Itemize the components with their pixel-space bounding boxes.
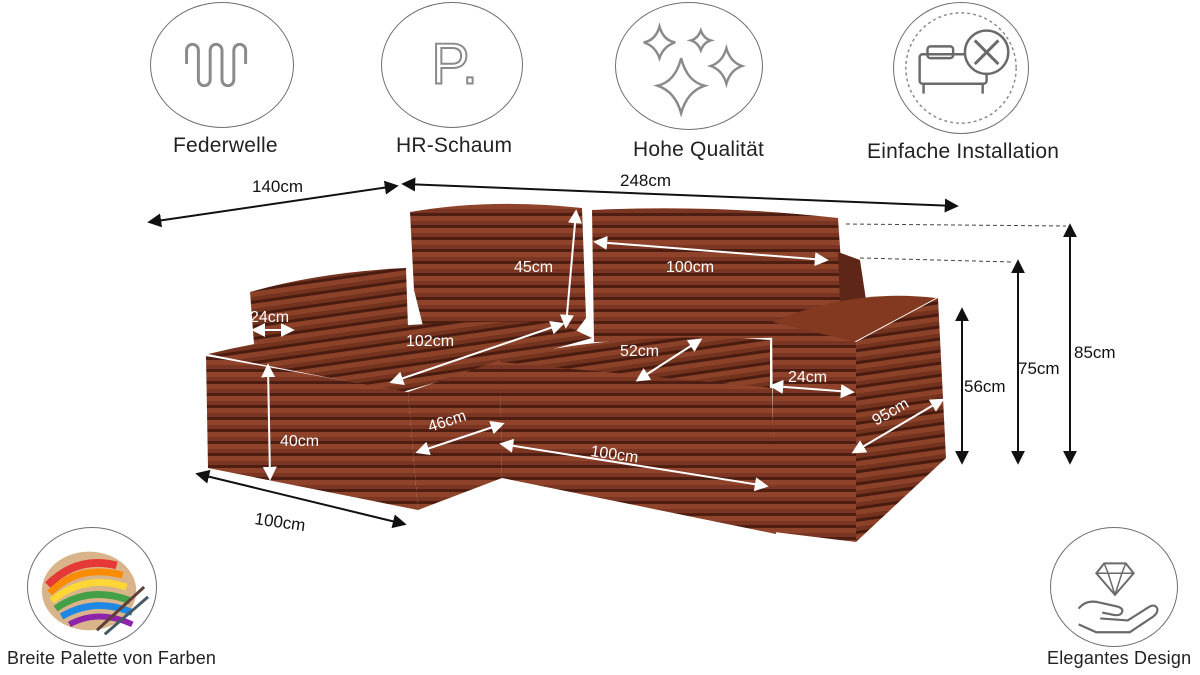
back-width-arrow (593, 235, 829, 267)
chaise-length-arrow (389, 320, 565, 386)
chaise-width-arrow (415, 420, 505, 456)
width-arrow (401, 177, 959, 213)
depth-arrow (147, 180, 399, 228)
foam-p-letter: P. (431, 33, 478, 97)
quality-icon-circle (615, 2, 763, 130)
front-width-arrow (499, 438, 769, 492)
dim-left-arm: 24cm (250, 309, 289, 326)
feature-label-design: Elegantes Design (1047, 648, 1192, 668)
right-armrest-front (772, 322, 856, 542)
diamond-hand-icon (1077, 562, 1159, 634)
federwelle-icon-circle (150, 2, 294, 128)
right-armrest-top (772, 295, 936, 342)
dim-chaise-length: 102cm (406, 333, 454, 350)
feature-label-federwelle: Federwelle (173, 134, 278, 157)
dim-front-width: 100cm (589, 443, 639, 467)
sparkles-icon (643, 22, 747, 118)
hr-schaum-icon-circle: P. (381, 2, 523, 128)
spring-wave-icon (185, 42, 248, 88)
palette-icon-circle (27, 527, 157, 647)
dim-width: 248cm (620, 171, 671, 190)
feature-label-hr-schaum: HR-Schaum (396, 134, 513, 157)
bed-tools-icon (905, 12, 1017, 124)
dim-seat-height: 40cm (280, 433, 319, 450)
color-palette-icon (41, 551, 150, 636)
seat-depth-arrow (635, 338, 703, 382)
foam-p-icon: P. (430, 32, 479, 98)
dim-back-width: 100cm (666, 259, 714, 276)
right-armrest-side (856, 298, 946, 542)
main-seat-front (500, 362, 776, 534)
right-back-side (838, 252, 866, 304)
installation-icon-circle (893, 2, 1029, 134)
chaise-depth-arrow (195, 469, 407, 529)
back-height-arrow (560, 209, 582, 329)
dim-mid-height: 75cm (1018, 359, 1060, 378)
feature-label-palette: Breite Palette von Farben (7, 648, 217, 668)
feature-label-installation: Einfache Installation (867, 140, 1060, 163)
dim-back-height: 45cm (514, 259, 553, 276)
dim-depth: 140cm (252, 177, 303, 196)
dim-total-height: 85cm (1074, 343, 1116, 362)
dim-chaise-depth: 100cm (253, 509, 306, 535)
arm-depth-arrow (851, 398, 945, 454)
design-icon-circle (1050, 527, 1178, 647)
seat-height-arrow (261, 363, 277, 481)
right-arm-arrow (769, 379, 855, 399)
feature-label-hohe-qualitat: Hohe Qualität (633, 138, 765, 161)
dim-seat-depth: 52cm (620, 343, 659, 360)
dim-arm-height: 56cm (964, 377, 1006, 396)
dim-right-arm: 24cm (788, 369, 827, 386)
left-back-cushion (410, 203, 586, 334)
